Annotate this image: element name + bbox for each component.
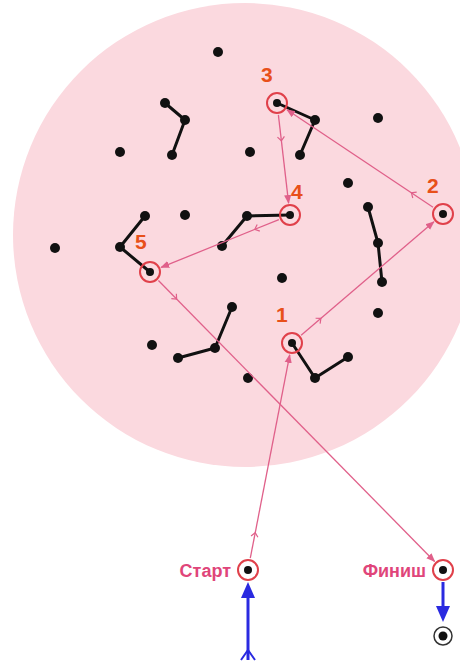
waypoint-dot — [439, 210, 447, 218]
waypoint-dot — [439, 566, 447, 574]
callout-number: 3 — [261, 64, 273, 85]
point-label: Старт — [180, 562, 231, 580]
callout-number: 2 — [427, 175, 439, 196]
waypoint-dot — [146, 268, 154, 276]
constellation-lines — [120, 103, 382, 378]
waypoint-ring: 5 — [139, 261, 161, 283]
waypoint-dot — [288, 339, 296, 347]
route-arrow — [250, 355, 289, 558]
waypoint-dot — [273, 99, 281, 107]
waypoint-ring: Финиш — [432, 559, 454, 581]
waypoint-dot — [286, 211, 294, 219]
route-arrow — [158, 281, 434, 562]
waypoint-ring: 4 — [279, 204, 301, 226]
route-arrow — [301, 222, 434, 335]
sky-region — [13, 3, 460, 467]
entry-exit-arrows — [241, 582, 450, 660]
callout-number: 5 — [135, 231, 147, 252]
waypoint-ring: 1 — [281, 332, 303, 354]
waypoint-ring: 2 — [432, 203, 454, 225]
waypoint-dot — [244, 566, 252, 574]
callout-number: 1 — [276, 304, 288, 325]
route-arrow — [277, 115, 288, 203]
exit-point-ring — [434, 627, 452, 645]
point-label: Финиш — [363, 562, 426, 580]
callout-number: 4 — [291, 181, 303, 202]
waypoint-ring: Старт — [237, 559, 259, 581]
route-arrow — [161, 220, 279, 268]
route-arrow — [287, 110, 433, 208]
star-dots — [50, 47, 387, 383]
waypoint-ring: 3 — [266, 92, 288, 114]
exit-point — [439, 632, 448, 641]
